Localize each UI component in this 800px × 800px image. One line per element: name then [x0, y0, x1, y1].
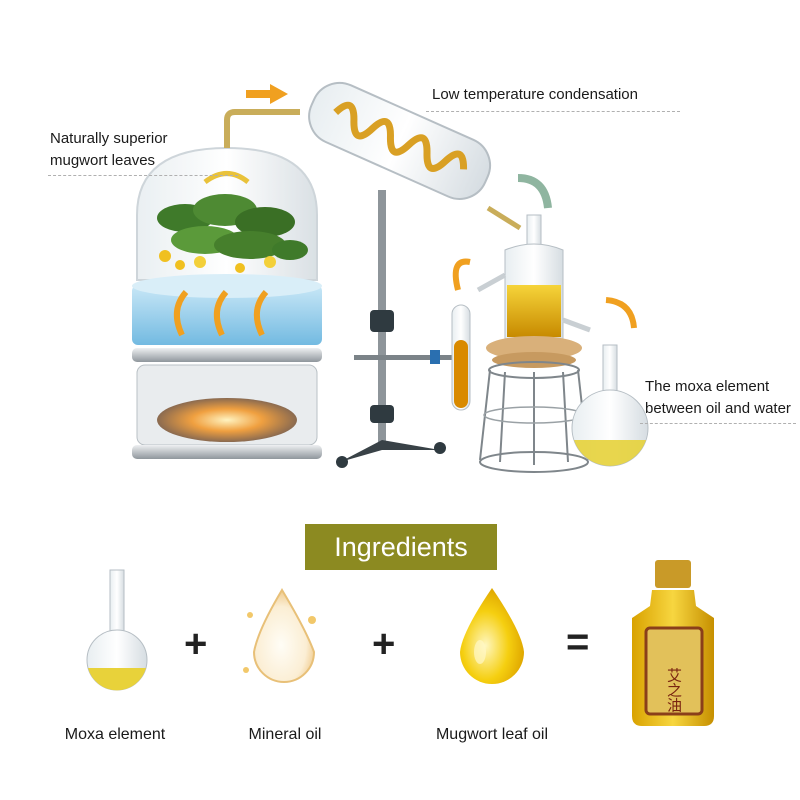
golden-drop-icon [460, 588, 524, 684]
label-moxa-line2: between oil and water [645, 400, 791, 417]
separator-funnel [476, 214, 591, 473]
label-underline [640, 423, 796, 424]
lab-stand [336, 190, 464, 468]
caption-moxa-element: Moxa element [64, 726, 166, 743]
plus-sign: + [184, 622, 208, 666]
round-flask [571, 297, 649, 467]
caption-mugwort-leaf-oil: Mugwort leaf oil [435, 726, 549, 743]
condenser [308, 81, 552, 231]
dome-distiller [132, 84, 322, 459]
caption-mineral-oil: Mineral oil [248, 726, 322, 743]
flask-icon [86, 569, 148, 691]
test-tube [451, 258, 471, 411]
mugwort-leaves [157, 194, 308, 273]
label-leaves-line1: Naturally superior [50, 130, 168, 147]
label-condensation: Low temperature condensation [432, 86, 638, 103]
ingredients-title: Ingredients [305, 524, 497, 570]
label-underline [426, 111, 680, 112]
label-leaves-line2: mugwort leaves [50, 152, 156, 169]
oil-drop-icon [243, 588, 316, 683]
bottle-label: 艾之油 [665, 668, 683, 713]
equals-sign: = [566, 620, 590, 664]
oil-bottle-icon: 艾之油 [632, 560, 714, 726]
plus-sign: + [372, 622, 396, 666]
label-moxa-line1: The moxa element [645, 378, 770, 395]
label-underline [48, 175, 238, 176]
